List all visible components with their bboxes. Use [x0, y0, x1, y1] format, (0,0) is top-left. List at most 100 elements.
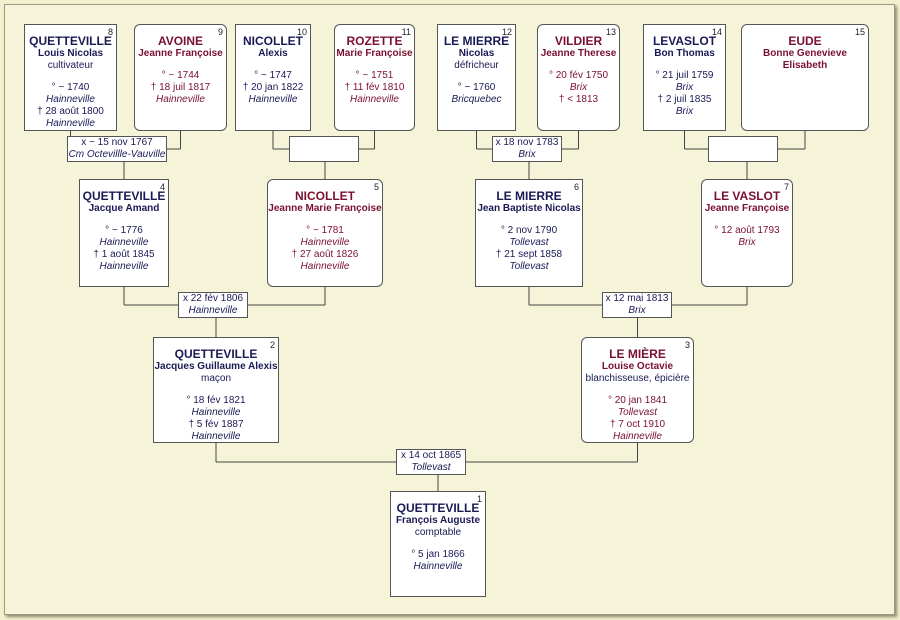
person-given-names: Marie Françoise: [336, 48, 413, 59]
person-given-names: Jacques Guillaume Alexis: [154, 361, 278, 372]
event-place: Hainneville: [613, 431, 662, 442]
person-given-names: Jacque Amand: [88, 203, 160, 214]
person-number: 11: [401, 27, 411, 37]
spacer: [538, 60, 619, 70]
spacer: [391, 539, 485, 549]
event-place: Hainneville: [46, 118, 95, 129]
person-number: 7: [783, 182, 789, 192]
person-number: 15: [854, 27, 865, 37]
event-date: † 2 juil 1835: [657, 94, 712, 105]
person-surname: EUDE: [788, 34, 822, 48]
person-occupation: blanchisseuse, épicière: [585, 373, 690, 384]
person-given-names: Jeanne Therese: [540, 48, 617, 59]
event-date: † 5 fév 1887: [188, 419, 244, 430]
person-event: ° ~ 1744: [135, 70, 226, 82]
marriage-date: x ~ 15 nov 1767: [81, 137, 153, 148]
person-surname: QUETTEVILLE: [82, 189, 166, 203]
person-event: ° ~ 1751: [335, 70, 414, 82]
spacer: [702, 215, 792, 225]
person-occupation: comptable: [414, 527, 462, 538]
marriage-place: Cm Octevillle-Vauville: [68, 149, 166, 160]
event-place: Hainneville: [191, 407, 241, 418]
person-given-names: Jeanne Françoise: [704, 203, 790, 214]
person-surname: LE MIERRE: [443, 34, 510, 48]
event-date: ° 2 nov 1790: [500, 225, 558, 236]
person-surname: NICOLLET: [243, 34, 303, 48]
person-number: 3: [684, 340, 690, 350]
event-place: Hainneville: [99, 261, 149, 272]
person-occupation: défricheur: [454, 60, 499, 71]
marriage-place: Brix: [628, 305, 646, 316]
person-given-names: Bonne Genevieve Elisabeth: [763, 48, 847, 71]
spacer: [80, 215, 168, 225]
person-number: 10: [296, 27, 307, 37]
marriage-box[interactable]: [708, 136, 778, 162]
event-date: ° ~ 1781: [306, 225, 344, 236]
event-place: Hainneville: [300, 237, 350, 248]
event-date: ° ~ 1744: [161, 70, 200, 81]
event-place: Tollevast: [509, 261, 549, 272]
person-occupation: cultivateur: [47, 60, 94, 71]
marriage-date: x 12 mai 1813: [605, 293, 669, 304]
person-number: 4: [159, 182, 165, 192]
event-place: Tollevast: [509, 237, 549, 248]
person-surname: QUETTEVILLE: [174, 347, 258, 361]
event-date: † 7 oct 1910: [609, 419, 666, 430]
event-date: ° 20 jan 1841: [607, 395, 668, 406]
event-date: ° ~ 1740: [51, 82, 90, 93]
person-surname: QUETTEVILLE: [396, 501, 480, 515]
marriage-place: Hainneville: [188, 305, 238, 316]
spacer: [25, 72, 116, 82]
event-date: † 1 août 1845: [93, 249, 155, 260]
person-surname: VILDIER: [554, 34, 603, 48]
person-given-names: François Auguste: [395, 515, 481, 526]
event-place: Hainneville: [46, 94, 95, 105]
person-event: † < 1813: [538, 94, 619, 106]
person-event: ° ~ 1747: [236, 70, 310, 82]
event-date: ° 18 fév 1821: [186, 395, 246, 406]
event-date: ° 5 jan 1866: [411, 549, 465, 560]
event-date: † 27 août 1826: [291, 249, 359, 260]
person-number: 5: [373, 182, 379, 192]
marriage-date: x 14 oct 1865: [400, 450, 462, 461]
event-place: Hainneville: [191, 431, 241, 442]
person-number: 9: [217, 27, 223, 37]
person-number: 13: [605, 27, 616, 37]
spacer: [154, 385, 278, 395]
event-place: Hainneville: [156, 94, 205, 105]
event-date: † 11 fév 1810: [344, 82, 405, 93]
event-place: Bricquebec: [451, 94, 502, 105]
spacer: [135, 60, 226, 70]
person-given-names: Jeanne Marie Françoise: [268, 203, 382, 214]
marriage-box[interactable]: [289, 136, 359, 162]
